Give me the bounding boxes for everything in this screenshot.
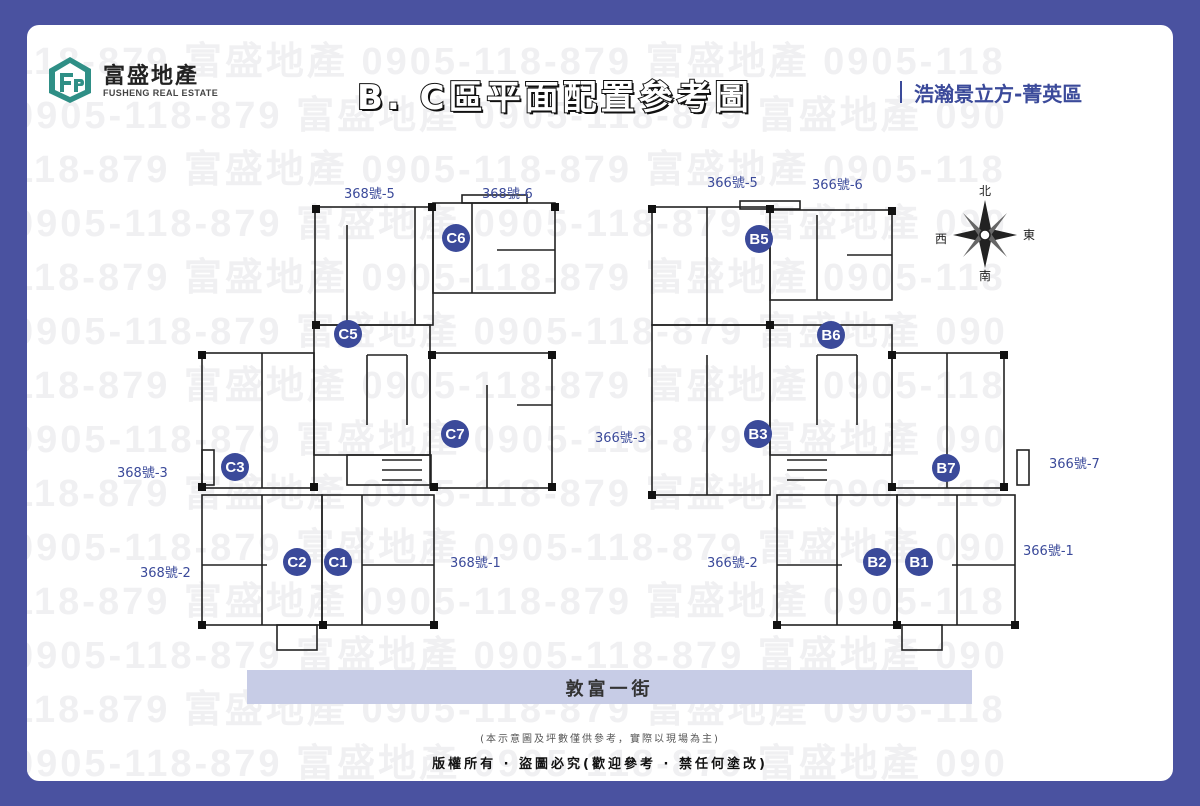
address-label: 366號-3 <box>595 431 646 446</box>
project-subtitle: 浩瀚景立方-菁英區 <box>899 78 1082 107</box>
unit-badge-b2: B2 <box>863 548 891 576</box>
structural-columns <box>198 203 1019 629</box>
page-title: B. C區平面配置參考圖 <box>356 77 753 119</box>
address-label: 368號-5 <box>344 187 395 202</box>
unit-badge-c7: C7 <box>441 420 469 448</box>
address-label: 368號-6 <box>482 187 533 202</box>
company-logo: 富盛地產 FUSHENG REAL ESTATE <box>45 55 225 105</box>
c-block-address-labels: 368號-5 368號-6 368號-3 368號-2 368號-1 <box>117 187 533 581</box>
logo-english-name: FUSHENG REAL ESTATE <box>103 88 219 98</box>
unit-label: B3 <box>748 426 767 443</box>
copyright-text: 版權所有 · 盜圖必究(歡迎參考 · 禁任何塗改) <box>432 757 768 772</box>
unit-badge-c6: C6 <box>442 224 470 252</box>
disclaimer-text: (本示意圖及坪數僅供參考，實際以現場為主) <box>480 734 720 745</box>
address-label: 366號-7 <box>1049 457 1100 472</box>
c-block-unit-badges: C6 C5 C7 C3 C2 C1 <box>221 224 470 576</box>
unit-label: B5 <box>749 231 768 248</box>
compass-north: 北 <box>979 184 991 198</box>
b-block-address-labels: 366號-5 366號-6 366號-3 366號-7 366號-2 366號-… <box>595 176 1100 571</box>
b-block-unit-badges: B5 B6 B3 B7 B2 B1 <box>744 225 960 576</box>
logo-mark-icon <box>49 57 91 103</box>
floor-plan-card: 118-879 富盛地產 0905-118-879 富盛地產 0905-118 … <box>27 25 1173 781</box>
unit-badge-c3: C3 <box>221 453 249 481</box>
unit-label: B6 <box>821 327 840 344</box>
b-block-walls <box>651 200 1030 651</box>
unit-badge-b3: B3 <box>744 420 772 448</box>
unit-label: C5 <box>338 326 357 343</box>
address-label: 366號-1 <box>1023 544 1074 559</box>
address-label: 366號-2 <box>707 556 758 571</box>
unit-badge-c2: C2 <box>283 548 311 576</box>
unit-label: C1 <box>328 554 347 571</box>
compass-south: 南 <box>979 268 991 283</box>
unit-badge-c5: C5 <box>334 320 362 348</box>
unit-label: B1 <box>909 554 928 571</box>
unit-badge-c1: C1 <box>324 548 352 576</box>
unit-label: C7 <box>445 426 464 443</box>
unit-label: C3 <box>225 459 244 476</box>
unit-label: C2 <box>287 554 306 571</box>
address-label: 368號-1 <box>450 556 501 571</box>
compass-east: 東 <box>1023 228 1035 242</box>
compass-rose-icon: 北 南 東 西 <box>935 184 1035 283</box>
street-name: 敦富一街 <box>565 679 654 700</box>
street-banner: 敦富一街 <box>247 670 972 704</box>
logo-chinese-name: 富盛地產 <box>103 64 200 89</box>
unit-label: C6 <box>446 230 465 247</box>
unit-label: B2 <box>867 554 886 571</box>
unit-badge-b6: B6 <box>817 321 845 349</box>
c-block-walls <box>201 194 556 651</box>
address-label: 368號-3 <box>117 466 168 481</box>
address-label: 366號-5 <box>707 176 758 191</box>
address-label: 366號-6 <box>812 178 863 193</box>
address-label: 368號-2 <box>140 566 191 581</box>
compass-west: 西 <box>935 232 947 246</box>
unit-badge-b5: B5 <box>745 225 773 253</box>
unit-label: B7 <box>936 460 955 477</box>
unit-badge-b7: B7 <box>932 454 960 482</box>
floor-plan-drawing: C6 C5 C7 C3 C2 C1 B5 B6 B3 B7 B2 B1 368號… <box>117 176 1100 651</box>
unit-badge-b1: B1 <box>905 548 933 576</box>
